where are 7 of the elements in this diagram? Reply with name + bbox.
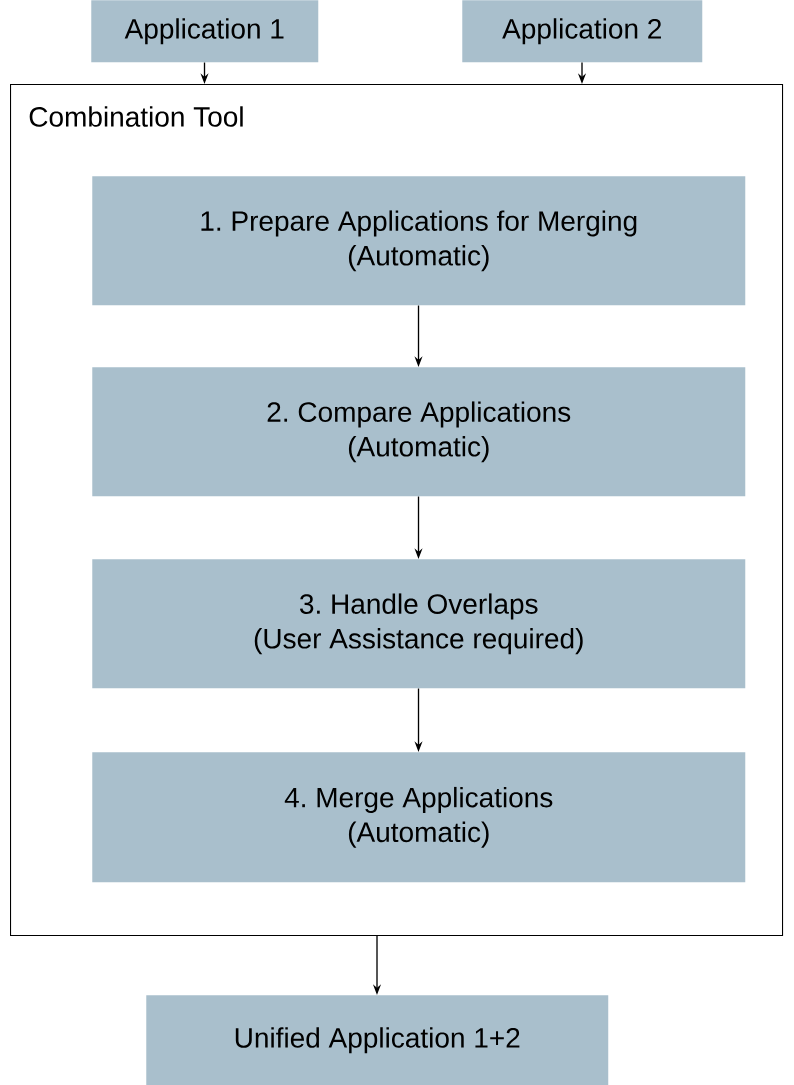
- output-box: Unified Application 1+2: [146, 995, 609, 1085]
- input-box: Application 2: [462, 0, 703, 63]
- step-box: 2. Compare Applications (Automatic): [92, 367, 746, 497]
- input-box: Application 1: [91, 0, 319, 63]
- step-box: 3. Handle Overlaps (User Assistance required): [92, 559, 746, 689]
- step-box: 4. Merge Applications (Automatic): [92, 752, 746, 883]
- step-box: 1. Prepare Applications for Merging (Automatic): [92, 176, 746, 306]
